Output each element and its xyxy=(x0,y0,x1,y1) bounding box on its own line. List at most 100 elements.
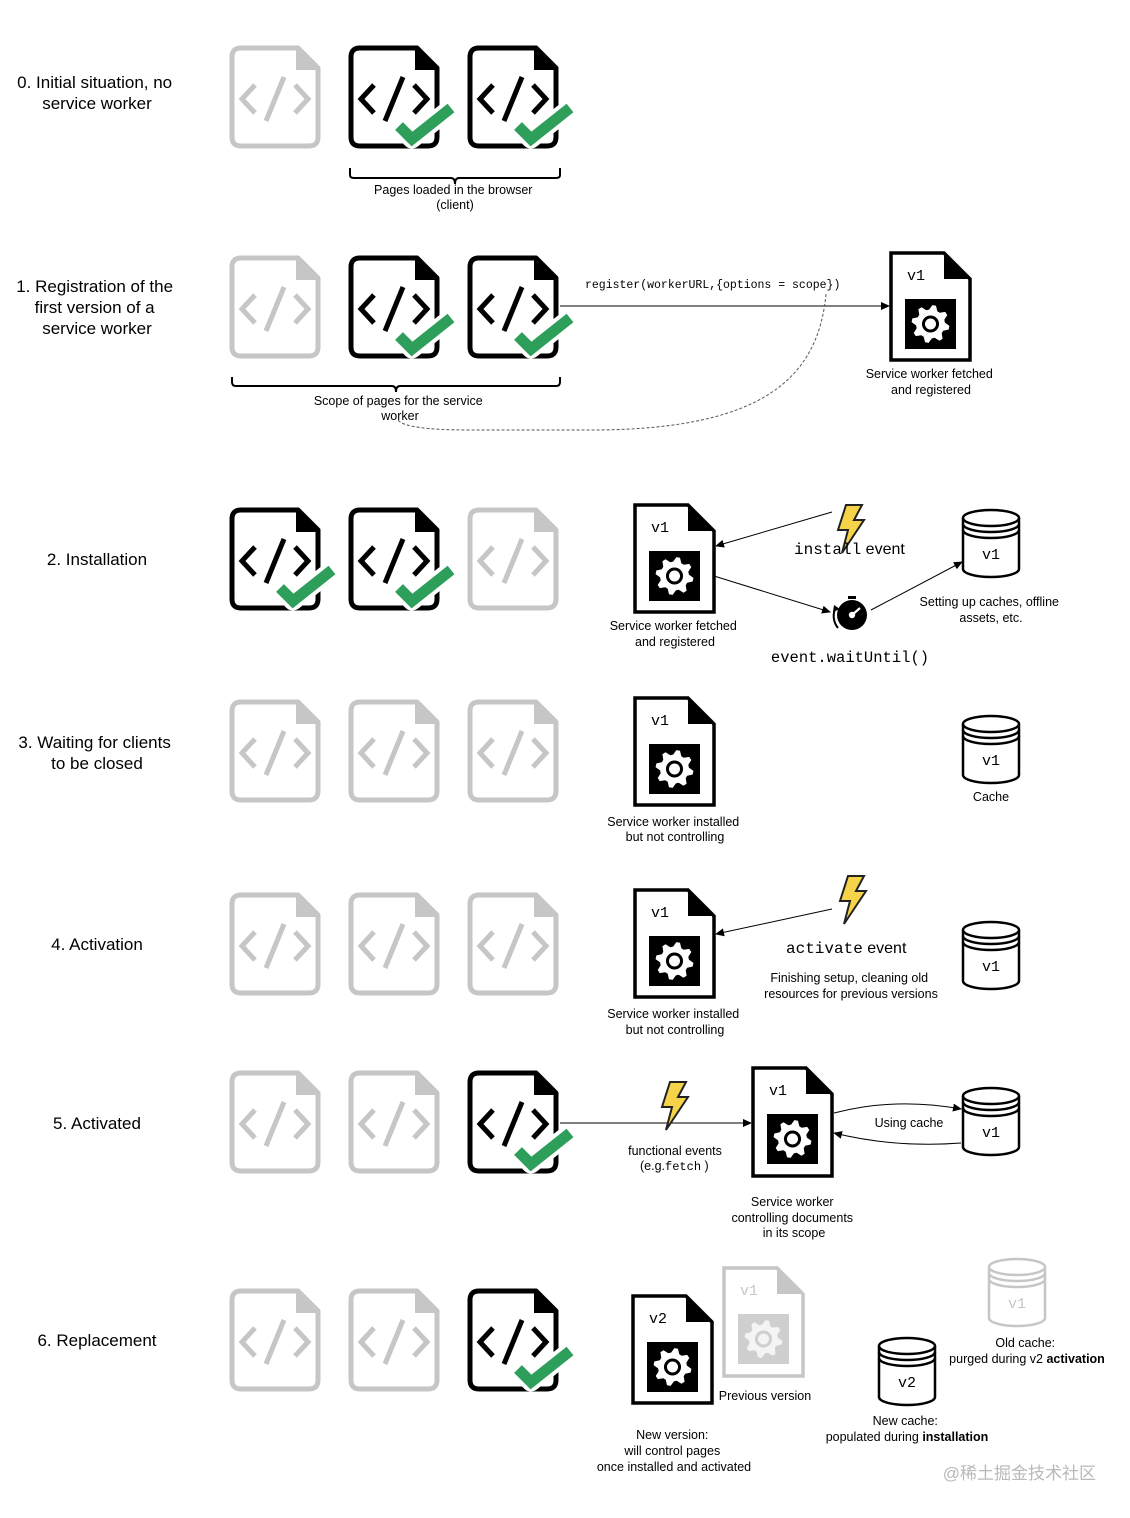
stage-6: 6. Replacement v1 v2 Previous version Ne… xyxy=(37,1257,1105,1474)
code-page-icon xyxy=(467,699,559,803)
scope-brace xyxy=(231,377,561,393)
wait-until-call: event.waitUntil() xyxy=(771,649,929,667)
service-worker-v1: v1 xyxy=(633,888,716,999)
code-page-icon xyxy=(229,1070,321,1174)
stage-4: 4. Activation v1 Service worker installe… xyxy=(51,875,1021,1037)
activate-caption: Finishing setup, cleaning old resources … xyxy=(764,971,938,1001)
stage-1-label: 1. Registration of the first version of … xyxy=(16,277,178,338)
version-label: v1 xyxy=(982,1125,1000,1142)
sw-fetched-caption: Service worker fetched and registered xyxy=(610,619,741,649)
code-page-icon xyxy=(467,1288,559,1392)
checkmark-icon xyxy=(508,98,580,149)
install-event-label: install event xyxy=(794,541,905,559)
scope-dashed-link xyxy=(397,293,827,431)
code-page-icon xyxy=(348,255,440,359)
client-pages-brace xyxy=(349,168,561,185)
version-label: v1 xyxy=(1008,1296,1026,1313)
version-label: v1 xyxy=(769,1083,787,1100)
stage-6-pages xyxy=(229,1288,580,1392)
checkmark-icon xyxy=(389,308,461,359)
new-cache-caption: New cache: populated during installation xyxy=(826,1414,989,1444)
activate-event-label: activate event xyxy=(786,940,907,958)
activate-lightning-icon xyxy=(838,875,868,925)
new-version-caption: New version: will control pages once ins… xyxy=(597,1428,751,1474)
code-page-icon xyxy=(348,45,440,149)
version-label: v1 xyxy=(740,1283,758,1300)
checkmark-icon xyxy=(508,308,580,359)
service-worker-v1-previous: v1 xyxy=(722,1266,805,1378)
cache-v2-new: v2 xyxy=(877,1336,937,1407)
code-page-icon xyxy=(467,892,559,996)
stage-4-pages xyxy=(229,892,559,996)
code-page-icon xyxy=(348,507,440,611)
version-label: v1 xyxy=(651,520,669,537)
using-cache-label: Using cache xyxy=(875,1116,944,1130)
watermark: @稀土掘金技术社区 xyxy=(943,1464,1096,1483)
stopwatch-icon xyxy=(832,596,867,630)
stage-5: 5. Activated functional events (e.g.fetc… xyxy=(53,1066,1021,1240)
cache-read-arrow xyxy=(833,1103,962,1114)
service-worker-v1: v1 xyxy=(633,696,716,807)
gear-icon xyxy=(649,744,700,794)
code-page-icon xyxy=(467,507,559,611)
scope-caption: Scope of pages for the service worker xyxy=(314,394,486,423)
register-call: register(workerURL,{options = scope}) xyxy=(585,279,840,292)
old-cache-caption: Old cache: purged during v2 activation xyxy=(949,1336,1105,1366)
code-page-icon xyxy=(348,1070,440,1174)
stage-5-label: 5. Activated xyxy=(53,1114,141,1133)
stage-3: 3. Waiting for clients to be closed v1 S… xyxy=(18,696,1021,844)
sw-fetched-caption: Service worker fetched and registered xyxy=(866,367,997,397)
stage-0-label: 0. Initial situation, no service worker xyxy=(17,73,177,113)
code-page-icon xyxy=(467,1070,559,1174)
fetch-example-caption: (e.g.fetch ) xyxy=(640,1159,709,1174)
code-page-icon xyxy=(348,699,440,803)
previous-version-caption: Previous version xyxy=(719,1389,811,1403)
cache-response-arrow xyxy=(833,1131,962,1145)
cache-setup-arrow xyxy=(870,561,963,611)
stage-0-pages xyxy=(229,45,580,149)
cache-v1: v1 xyxy=(961,508,1021,579)
cache-setup-caption: Setting up caches, offline assets, etc. xyxy=(920,595,1063,625)
version-label: v2 xyxy=(649,1311,667,1328)
code-page-icon xyxy=(348,1288,440,1392)
stage-2: 2. Installation v1 Service worker fetche… xyxy=(47,503,1063,667)
version-label: v1 xyxy=(982,547,1000,564)
stage-0: 0. Initial situation, no service worker … xyxy=(17,45,580,212)
code-page-icon xyxy=(229,507,321,611)
stage-1: 1. Registration of the first version of … xyxy=(16,251,997,431)
code-page-icon xyxy=(467,255,559,359)
stage-3-pages xyxy=(229,699,559,803)
stage-6-label: 6. Replacement xyxy=(37,1331,156,1350)
code-page-icon xyxy=(229,255,321,359)
sw-installed-caption: Service worker installed but not control… xyxy=(607,815,742,844)
code-page-icon xyxy=(229,1288,321,1392)
cache-v1-old: v1 xyxy=(987,1257,1047,1328)
service-worker-v2: v2 xyxy=(631,1294,714,1405)
install-event-arrow xyxy=(715,511,833,548)
version-label: v1 xyxy=(982,959,1000,976)
version-label: v2 xyxy=(898,1375,916,1392)
gear-icon xyxy=(738,1314,789,1364)
stage-1-pages xyxy=(229,255,580,359)
gear-icon xyxy=(649,551,700,601)
stage-4-label: 4. Activation xyxy=(51,935,143,954)
checkmark-icon xyxy=(389,98,461,149)
code-page-icon xyxy=(229,45,321,149)
sw-controlling-caption: Service worker controlling documents in … xyxy=(731,1195,856,1240)
checkmark-icon xyxy=(389,560,461,611)
stage-3-label: 3. Waiting for clients to be closed xyxy=(18,733,175,773)
code-page-icon xyxy=(348,892,440,996)
stage-5-pages xyxy=(229,1070,580,1174)
client-pages-caption: Pages loaded in the browser (client) xyxy=(374,183,536,212)
cache-caption: Cache xyxy=(973,790,1009,804)
code-page-icon xyxy=(467,45,559,149)
stage-2-pages xyxy=(229,507,559,611)
version-label: v1 xyxy=(907,268,925,285)
checkmark-icon xyxy=(508,1123,580,1174)
gear-icon xyxy=(647,1342,698,1392)
sw-installed-caption: Service worker installed but not control… xyxy=(607,1007,742,1037)
code-page-icon xyxy=(229,699,321,803)
version-label: v1 xyxy=(651,713,669,730)
activate-event-arrow xyxy=(715,908,833,937)
